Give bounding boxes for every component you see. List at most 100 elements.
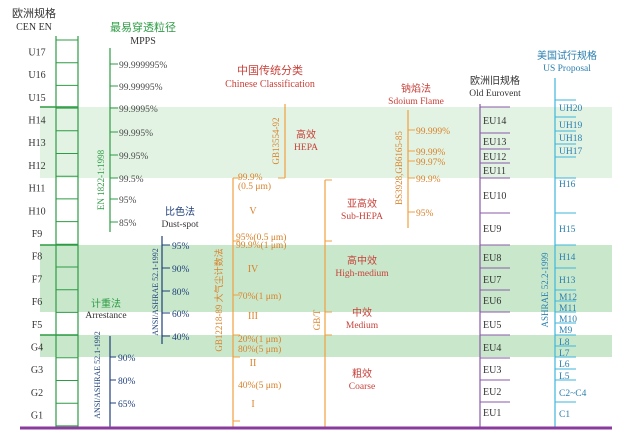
sodium-tick-label: 99.999%: [416, 127, 450, 137]
us-grade-label: H13: [559, 276, 576, 286]
dust-spot-title-en: Dust-spot: [162, 220, 199, 230]
gb-level-label: II: [250, 358, 257, 369]
eurovent-grade-label: EU11: [483, 166, 506, 177]
dust-spot-tick-label: 90%: [172, 265, 190, 275]
eurovent-grade-label: EU4: [483, 343, 501, 354]
cen-grade-label: H11: [29, 184, 46, 195]
arrestance-tick-label: 90%: [118, 354, 136, 364]
us-title-en: US Proposal: [543, 64, 591, 74]
cen-grade-label: H12: [28, 161, 45, 172]
en1822-standard-label: EN 1822-1:1998: [96, 149, 106, 210]
us-grade-label: C1: [559, 410, 570, 420]
cen-title-en: CEN EN: [16, 22, 52, 33]
sodium-title-cn: 钠焰法: [401, 82, 431, 95]
eurovent-grade-label: EU7: [483, 275, 501, 286]
gb-value-label: 99.9%: [238, 173, 263, 183]
cen-grade-label: H10: [28, 206, 45, 217]
eurovent-grade-label: EU13: [483, 137, 506, 148]
gb-value-label: 20%(1 μm): [238, 334, 281, 345]
us-grade-label: H14: [559, 253, 576, 263]
mpps-tick-label: 99.99995%: [119, 83, 163, 93]
mpps-tick-label: 85%: [119, 219, 137, 229]
eurovent-title-cn: 欧洲旧规格: [470, 74, 520, 87]
hepa-band: [40, 107, 612, 178]
mpps-tick-label: 99.9995%: [119, 105, 158, 115]
cen-grade-label: F6: [32, 297, 43, 308]
gb-level-label: I: [251, 399, 254, 410]
eurovent-grade-label: EU10: [483, 191, 506, 202]
dust-spot-tick-label: 80%: [172, 288, 190, 298]
us-grade-label: UH19: [559, 121, 582, 131]
cen-grade-label: G2: [31, 388, 43, 399]
us-grade-label: M10: [559, 315, 577, 325]
us-grade-label: UH20: [559, 104, 582, 114]
chinese-title-en: Chinese Classification: [225, 79, 315, 90]
dust-spot-tick-label: 60%: [172, 310, 190, 320]
g4-band: [40, 335, 612, 357]
cen-grade-label: U16: [28, 70, 45, 81]
us-grade-label: L8: [559, 338, 570, 348]
cen-grade-label: U15: [28, 93, 45, 104]
gb-value-label: 70%(1 μm): [238, 291, 281, 302]
cen-grade-label: F5: [32, 320, 43, 331]
us-grade-label: L6: [559, 360, 570, 370]
mpps-title-en: MPPS: [130, 36, 156, 47]
sodium-tick-label: 99.9%: [416, 175, 441, 185]
us-standard-label: ASHRAE 52.2-1999: [540, 252, 550, 328]
cen-grade-label: H14: [28, 115, 45, 126]
gb13554-standard-label: GB13554-92: [271, 118, 281, 165]
gb-category-cn: 亚高效: [347, 197, 377, 210]
gb-category-en: Medium: [346, 321, 379, 331]
eurovent-grade-label: EU8: [483, 253, 501, 264]
sodium-tick-label: 95%: [416, 209, 434, 219]
sodium-tick-label: 99.99%: [416, 148, 445, 158]
gb-value-label: 80%(5 μm): [238, 344, 281, 355]
us-grade-label: UH17: [559, 147, 582, 157]
eurovent-grade-label: EU6: [483, 296, 501, 307]
gb-category-en: Coarse: [349, 382, 375, 392]
mpps-tick-label: 95%: [119, 196, 137, 206]
sodium-tick-label: 99.97%: [416, 158, 445, 168]
sodium-title-en: Sdoium Flame: [388, 97, 444, 107]
dust-spot-standard-label: ANSI/ASHRAE 52.1-1992: [151, 248, 160, 336]
cen-grade-label: G1: [31, 411, 43, 422]
cen-grade-label: H13: [28, 138, 45, 149]
sodium-standard-label: BS3928,GB6165-85: [394, 131, 404, 205]
eurovent-grade-label: EU2: [483, 387, 501, 398]
gb-category-cn: 高中效: [347, 254, 377, 267]
arrestance-title-cn: 计重法: [91, 297, 121, 310]
cen-grade-label: F9: [32, 229, 43, 240]
medium-band: [40, 312, 612, 335]
gb-value-label: 95%(0.5 μm): [236, 232, 286, 243]
gb-value-label: (0.5 μm): [238, 181, 271, 192]
eurovent-grade-label: EU3: [483, 365, 501, 376]
gb-category-en: HEPA: [294, 143, 318, 153]
arrestance-tick-label: 80%: [118, 377, 136, 387]
eurovent-grade-label: EU1: [483, 408, 501, 419]
gb-category-en: Sub-HEPA: [341, 212, 383, 222]
dust-spot-title-cn: 比色法: [165, 205, 195, 218]
gb-category-cn: 高效: [296, 128, 316, 141]
eurovent-title-en: Old Eurovent: [469, 89, 521, 99]
us-grade-label: H16: [559, 180, 576, 190]
mpps-tick-label: 99.95%: [119, 152, 148, 162]
arrestance-standard-label: ANSI/ASHRAE 52.1-1992: [93, 331, 102, 419]
cen-grade-label: F7: [32, 274, 43, 285]
gb-value-label: 40%(5 μm): [238, 380, 281, 391]
us-grade-label: H15: [559, 225, 576, 235]
eurovent-grade-label: EU9: [483, 224, 501, 235]
dust-spot-tick-label: 40%: [172, 333, 190, 343]
arrestance-tick-label: 65%: [118, 400, 136, 410]
us-grade-label: L7: [559, 349, 570, 359]
cen-grade-label: U17: [28, 47, 45, 58]
us-title-cn: 美国试行规格: [537, 49, 597, 62]
us-grade-label: UH18: [559, 134, 582, 144]
gb-level-label: IV: [248, 264, 259, 275]
gb12218-standard-label: GB12218-89 大气尘计数法: [213, 248, 224, 351]
gb-category-en: High-medium: [335, 269, 389, 279]
mpps-tick-label: 99.999995%: [119, 61, 167, 71]
us-grade-label: C2~C4: [559, 389, 587, 399]
arrestance-title-en: Arrestance: [85, 311, 126, 321]
high-medium-band: [40, 245, 612, 312]
